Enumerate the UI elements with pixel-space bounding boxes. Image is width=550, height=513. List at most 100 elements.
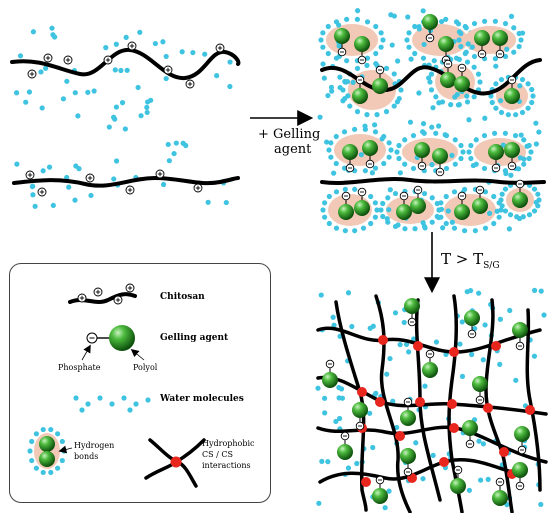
water-molecule — [317, 114, 323, 120]
water-molecule — [138, 113, 144, 119]
hydrophobic-crosslink — [357, 387, 367, 397]
water-molecule — [205, 199, 211, 205]
water-molecule — [436, 123, 442, 129]
water-molecule — [336, 395, 342, 401]
hydrophobic-crosslink — [375, 397, 385, 407]
water-molecule — [533, 141, 539, 147]
gelling-agent — [372, 475, 388, 504]
water-molecule — [397, 170, 403, 176]
water-molecule — [325, 92, 331, 99]
water-molecule — [173, 140, 179, 146]
water-molecule — [502, 53, 509, 60]
water-molecule — [320, 61, 326, 67]
water-molecule — [374, 112, 380, 118]
positive-charge — [125, 283, 135, 293]
water-molecule — [322, 200, 328, 206]
water-molecule — [373, 61, 379, 67]
panel2-gelling-agents — [334, 14, 528, 220]
water-molecule — [443, 165, 450, 172]
water-molecule — [458, 142, 464, 149]
water-molecule — [433, 339, 440, 345]
water-molecule — [524, 143, 530, 149]
water-molecule — [438, 200, 444, 206]
water-molecule — [362, 123, 368, 129]
water-molecule — [341, 165, 348, 171]
water-molecule — [66, 184, 72, 190]
water-molecule — [530, 93, 536, 99]
water-molecule — [471, 53, 478, 60]
water-molecule — [482, 115, 488, 121]
gelling-agent — [362, 140, 378, 169]
gelling-agent — [338, 191, 354, 220]
water-molecule — [72, 197, 78, 203]
water-molecule — [385, 195, 391, 201]
water-molecule — [413, 440, 419, 446]
chitosan-chain-top-2 — [320, 58, 542, 96]
water-molecule — [372, 200, 378, 206]
water-molecule — [122, 126, 128, 132]
positive-charge — [113, 295, 123, 305]
water-molecule — [406, 30, 412, 36]
gelling-agent — [450, 465, 466, 494]
water-molecule — [333, 189, 340, 195]
water-molecule — [420, 55, 427, 61]
water-molecule — [515, 166, 522, 172]
water-molecule — [23, 99, 29, 105]
water-molecule — [494, 208, 500, 214]
network-chain — [525, 308, 542, 492]
water-molecule — [113, 158, 120, 164]
positive-charge — [27, 69, 37, 79]
step-gelling-label: + Gelling agent — [258, 127, 320, 157]
gelling-agent — [504, 142, 520, 171]
water-molecule — [526, 212, 533, 218]
water-molecule — [119, 100, 126, 106]
water-molecule — [30, 192, 36, 198]
water-molecule — [395, 58, 401, 64]
water-molecule — [118, 67, 124, 74]
water-molecule — [469, 351, 475, 358]
water-molecule — [316, 500, 322, 506]
water-molecule — [336, 22, 342, 28]
legend-gelling-agent-label: Gelling agent — [160, 333, 229, 343]
water-molecule — [517, 155, 524, 161]
gelling-agent — [396, 191, 412, 220]
water-molecule — [525, 81, 531, 87]
water-molecule — [373, 50, 379, 57]
water-molecule — [320, 207, 326, 213]
water-molecule — [387, 355, 393, 362]
water-molecule — [378, 44, 384, 50]
water-molecule — [350, 79, 356, 86]
water-molecule — [386, 488, 392, 494]
water-molecule — [386, 207, 392, 213]
water-molecule — [459, 373, 466, 380]
water-molecule — [368, 193, 374, 200]
water-molecule — [408, 56, 414, 62]
water-molecule — [476, 290, 482, 296]
water-molecule — [123, 34, 129, 40]
water-molecule — [340, 98, 346, 104]
chitosan-chain-bottom — [12, 175, 240, 188]
water-molecule — [508, 172, 514, 178]
water-molecule — [485, 476, 491, 482]
gelling-agent — [504, 75, 520, 104]
water-molecule — [145, 397, 151, 403]
positive-charge — [25, 170, 35, 180]
water-molecule — [330, 314, 336, 320]
positive-charge — [163, 65, 173, 75]
water-molecule — [460, 149, 466, 155]
water-molecule — [352, 228, 358, 234]
water-molecule — [320, 44, 326, 50]
legend-hydrophobic-line3: interactions — [202, 461, 251, 470]
water-molecule — [406, 44, 412, 50]
water-molecule — [374, 207, 380, 213]
hydrophobic-crosslink — [378, 335, 388, 345]
water-molecule — [398, 87, 404, 93]
water-molecule — [473, 137, 479, 143]
water-molecule — [352, 186, 358, 192]
water-molecule — [160, 39, 166, 45]
water-molecule — [364, 112, 370, 118]
water-molecule — [326, 147, 332, 153]
legend-hydrophobic-label: Hydrophobic CS / CS interactions — [202, 438, 255, 471]
water-molecule — [500, 142, 506, 148]
water-molecule — [472, 228, 478, 234]
